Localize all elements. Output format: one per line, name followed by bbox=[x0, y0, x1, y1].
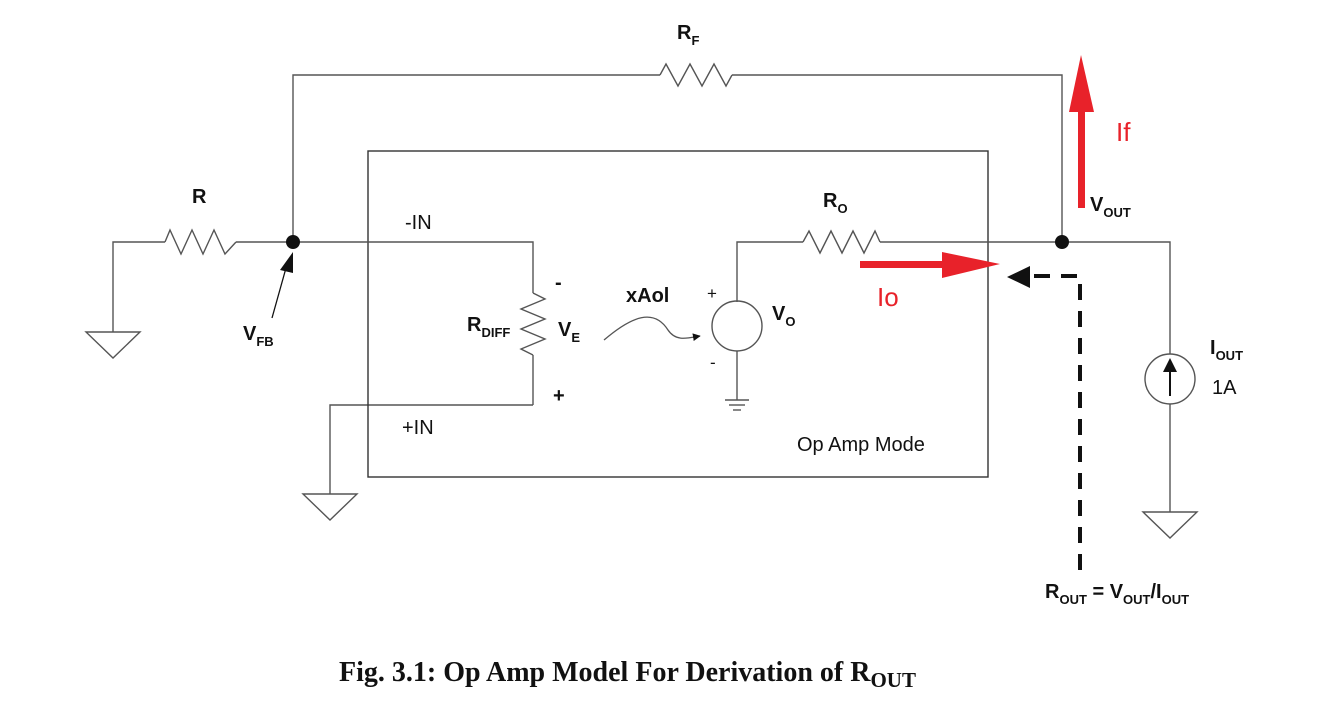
node-vfb bbox=[286, 235, 300, 249]
node-vout bbox=[1055, 235, 1069, 249]
vfb-label: VFB bbox=[243, 323, 274, 349]
io-current-arrow bbox=[860, 252, 1000, 278]
xaol-label: xAol bbox=[626, 285, 669, 307]
ro-label: RO bbox=[823, 190, 848, 216]
ve-minus-sign: - bbox=[555, 272, 562, 294]
op-amp-model-box bbox=[367, 150, 989, 478]
r-label: R bbox=[192, 186, 207, 208]
rout-equation: ROUT = VOUT/IOUT bbox=[1045, 581, 1189, 607]
rdiff-resistor bbox=[293, 241, 547, 405]
current-source-iout bbox=[1144, 353, 1196, 405]
ground-plus-in bbox=[301, 404, 533, 521]
gain-arrow bbox=[603, 316, 701, 342]
vout-label: VOUT bbox=[1090, 194, 1131, 220]
rout-test-path bbox=[1007, 266, 1082, 570]
figure-caption: Fig. 3.1: Op Amp Model For Derivation of… bbox=[339, 657, 916, 692]
vo-label: VO bbox=[772, 303, 795, 329]
io-label: Io bbox=[877, 282, 899, 312]
vo-minus-sign: - bbox=[710, 353, 716, 372]
ro-resistor bbox=[802, 229, 1062, 255]
plus-in-label: +IN bbox=[402, 417, 434, 439]
ve-label: VE bbox=[558, 319, 580, 345]
ground-iout bbox=[1062, 241, 1199, 539]
ve-plus-sign: + bbox=[553, 385, 565, 407]
iout-value: 1A bbox=[1212, 377, 1237, 399]
feedback-path bbox=[292, 62, 1063, 242]
if-current-arrow bbox=[1069, 55, 1094, 208]
ground-left bbox=[84, 331, 142, 359]
rdiff-label: RDIFF bbox=[467, 314, 510, 340]
input-resistor-path bbox=[112, 228, 293, 332]
op-amp-box-label: Op Amp Mode bbox=[797, 434, 925, 456]
rf-label: RF bbox=[677, 22, 699, 48]
vo-plus-sign: + bbox=[707, 284, 717, 303]
vfb-pointer-head bbox=[280, 252, 293, 273]
vfb-pointer-arrow bbox=[271, 267, 287, 319]
iout-label: IOUT bbox=[1210, 337, 1243, 363]
vo-source bbox=[711, 241, 803, 411]
if-label: If bbox=[1116, 117, 1131, 147]
minus-in-label: -IN bbox=[405, 212, 432, 234]
